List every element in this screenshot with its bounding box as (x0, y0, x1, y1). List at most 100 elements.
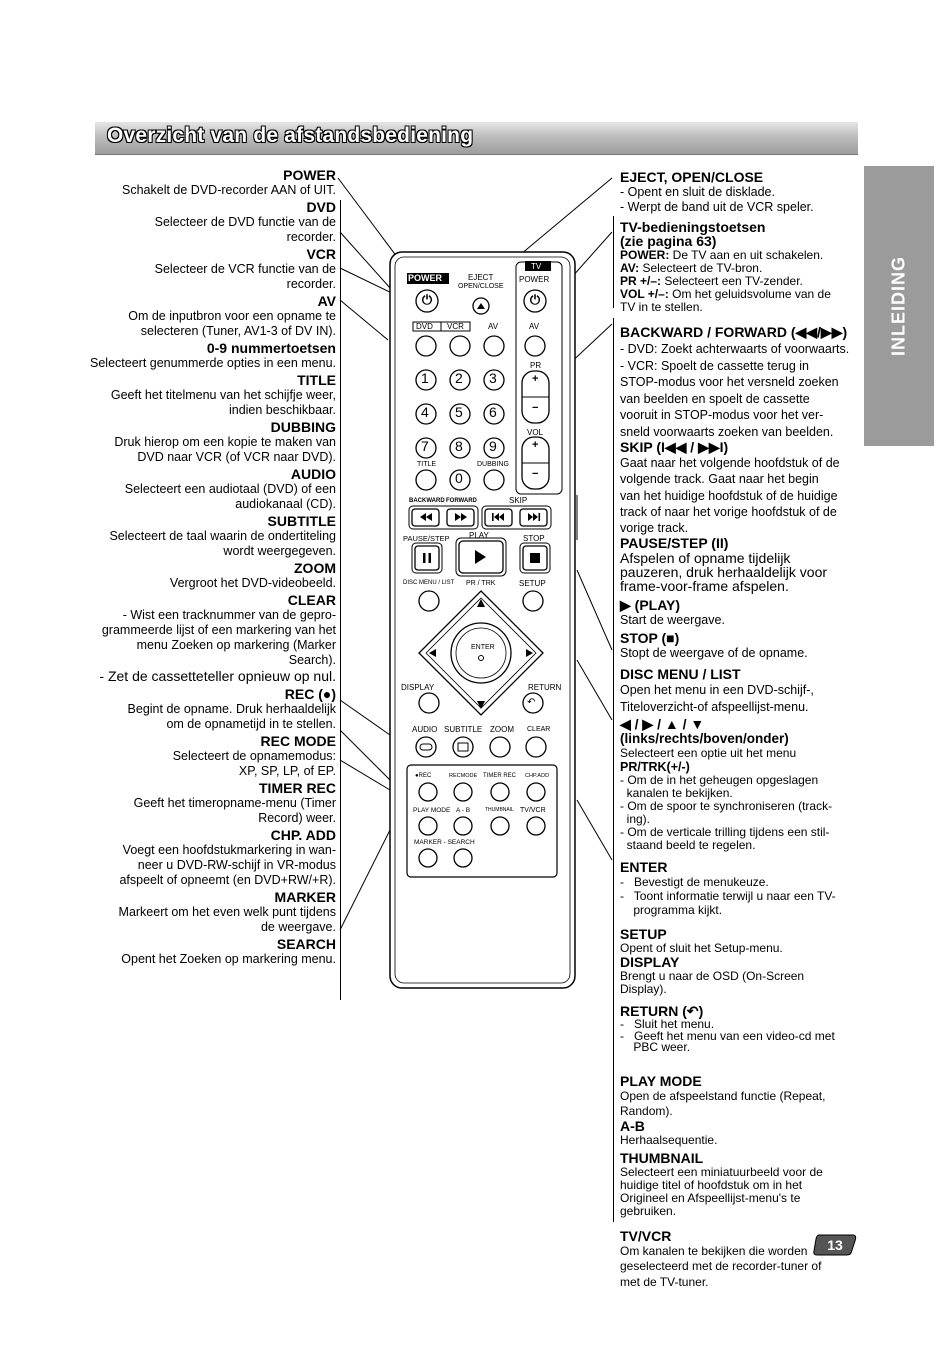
remote-pr-minus[interactable]: − (532, 402, 539, 414)
bf-desc-line-3: van beelden en spoelt de cassette (620, 391, 810, 406)
remote-enter-label[interactable]: ENTER (471, 644, 495, 651)
page-title: Overzicht van de afstandsbediening (107, 124, 474, 147)
remote-vol-minus[interactable]: − (532, 468, 539, 480)
left-desc-10-3: Search). (288, 653, 336, 667)
thumb-heading: THUMBNAIL (620, 1149, 704, 1166)
left-desc-5-0: Geeft het titelmenu van het schijfje wee… (110, 388, 336, 402)
remote-key-6[interactable]: 6 (489, 404, 497, 420)
remote-key-7[interactable]: 7 (421, 438, 429, 454)
enter-desc-line-0: - Bevestigt de menukeuze. (620, 875, 769, 890)
prtrk-desc-line-3: ing). (620, 812, 651, 827)
remote-vol-plus[interactable]: + (532, 439, 539, 451)
remote-key-8[interactable]: 8 (455, 438, 463, 454)
remote-timerrec-label: TIMER REC (483, 773, 516, 779)
remote-key-4[interactable]: 4 (421, 404, 429, 420)
remote-key-1[interactable]: 1 (421, 370, 429, 386)
left-desc-2-0: Selecteer de VCR functie van de (154, 262, 336, 276)
left-desc-10-1: grammeerde lijst of een markering van he… (101, 623, 336, 637)
remote-prtrk-label: PR / TRK (466, 580, 496, 587)
remote-recmode-label: RECMODE (449, 773, 478, 779)
skip-desc-line-4: vorige track. (620, 521, 689, 536)
left-heading-12: REC MODE (260, 733, 336, 749)
tvvcr-desc-line-1: geselecteerd met de recorder-tuner of (620, 1259, 822, 1274)
remote-key-2[interactable]: 2 (455, 370, 463, 386)
remote-key-3[interactable]: 3 (489, 370, 497, 386)
left-heading-7: AUDIO (290, 466, 336, 482)
left-heading-10: CLEAR (287, 592, 336, 608)
remote-key-5[interactable]: 5 (455, 404, 463, 420)
page-number-badge: 13 (813, 1234, 857, 1256)
left-desc-3-0: Om de inputbron voor een opname te (128, 309, 336, 323)
left-heading-6: DUBBING (270, 419, 336, 435)
pause-desc-line-1: pauzeren, druk herhaaldelijk voor (620, 564, 828, 581)
left-heading-5: TITLE (297, 372, 336, 388)
left-heading-15: MARKER (274, 889, 336, 905)
tv-pr-key: PR +/–: (620, 274, 662, 288)
left-desc-5-1: indien beschikbaar. (228, 403, 336, 417)
left-bracket-line (340, 200, 341, 1000)
right-bracket-line-3 (613, 1022, 614, 1222)
remote-av-label: AV (488, 322, 499, 331)
remote-rec-label: ●REC (415, 773, 432, 779)
play-desc-line-0: Start de weergave. (620, 613, 725, 628)
left-desc-15-1: de weergave. (260, 920, 336, 934)
remote-body (389, 251, 576, 989)
remote-control: POWER EJECT OPEN/CLOSE TV POWER ⏻ ⏻ DVD … (389, 251, 576, 989)
eject-heading: EJECT, OPEN/CLOSE (620, 169, 764, 185)
tv-heading-2: (zie pagina 63) (620, 233, 717, 249)
remote-power-button[interactable]: ⏻ (416, 290, 438, 312)
right-bracket-line-2 (613, 318, 614, 1028)
remote-markersearch-label: MARKER - SEARCH (414, 839, 475, 846)
skip-desc-line-0: Gaat naar het volgende hoofdstuk of de (620, 456, 840, 470)
arrows-heading-2: (links/rechts/boven/onder) (620, 731, 789, 747)
remote-display-label: DISPLAY (401, 683, 435, 692)
remote-tvvcr-label: TV/VCR (520, 807, 546, 814)
prtrk-desc-line-5: staand beeld te regelen. (620, 838, 756, 853)
remote-setup-label: SETUP (519, 579, 546, 588)
remote-forward-label: FORWARD (446, 498, 477, 504)
left-desc-1-0: Selecteer de DVD functie van de (154, 215, 336, 229)
left-desc-6-1: DVD naar VCR (of VCR naar DVD). (137, 450, 336, 464)
left-desc-9-0: Vergroot het DVD-videobeeld. (169, 576, 336, 590)
remote-dvd-label: DVD (416, 322, 433, 331)
left-desc-8-1: wordt weergegeven. (223, 544, 336, 558)
tv-av-val: Selecteert de TV-bron. (639, 261, 763, 275)
title-bar: Overzicht van de afstandsbediening (95, 122, 858, 155)
tv-vol-val-2: TV in te stellen. (620, 300, 703, 314)
left-desc-3-1: selecteren (Tuner, AV1-3 of DV IN). (140, 324, 336, 338)
return-desc-line-1: - Geeft het menu van een video-cd met (620, 1028, 835, 1043)
tvvcr-desc-line-0: Om kanalen te bekijken die worden (620, 1243, 808, 1258)
setup-desc-line-0: Opent of sluit het Setup-menu. (620, 941, 783, 956)
tvvcr-desc-line-2: met de TV-tuner. (620, 1274, 709, 1289)
thumb-desc-line-2: Origineel en Afspeellijst-menu's te (620, 1190, 801, 1205)
remote-playmode-label: PLAY MODE (413, 807, 451, 814)
playmode-desc-line-1: Random). (620, 1103, 673, 1118)
left-desc-10-2: menu Zoeken op markering (Marker (136, 638, 336, 652)
remote-return-label: RETURN (528, 683, 562, 692)
disc-desc: Open het menu in een DVD-schijf-,Titelov… (620, 682, 860, 716)
setup-heading: SETUP (620, 926, 667, 943)
pause-desc-line-2: frame-voor-frame afspelen. (620, 578, 789, 595)
eject-desc-line-0: - Opent en sluit de disklade. (620, 185, 775, 199)
remote-play-label: PLAY (469, 531, 489, 540)
pause-heading: PAUSE/STEP (II) (620, 535, 729, 552)
left-heading-14: CHP. ADD (270, 827, 336, 843)
left-desc-13-0: Geeft het timeropname-menu (Timer (133, 796, 336, 810)
left-heading-16: SEARCH (276, 936, 336, 952)
remote-key-0[interactable]: 0 (455, 470, 463, 486)
remote-tvpower-button[interactable]: ⏻ (524, 290, 546, 312)
tv-heading-1: TV-bedieningstoetsen (620, 219, 766, 235)
playmode-heading: PLAY MODE (620, 1072, 702, 1089)
remote-pr-plus[interactable]: + (532, 373, 539, 385)
disc-desc-line-1: Titeloverzicht-of afspeellijst-menu. (620, 700, 809, 715)
remote-tv-label: TV (531, 262, 542, 271)
left-desc-13-1: Record) weer. (258, 811, 336, 825)
remote-key-9[interactable]: 9 (489, 438, 497, 454)
remote-vol-label: VOL (527, 428, 544, 437)
left-desc-15-0: Markeert om het even welk punt tijdens (118, 905, 336, 919)
bf-desc-line-1: - VCR: Spoelt de cassette terug in (620, 358, 809, 373)
left-heading-4: 0-9 nummertoetsen (206, 340, 336, 356)
remote-clear-label: CLEAR (527, 726, 551, 733)
